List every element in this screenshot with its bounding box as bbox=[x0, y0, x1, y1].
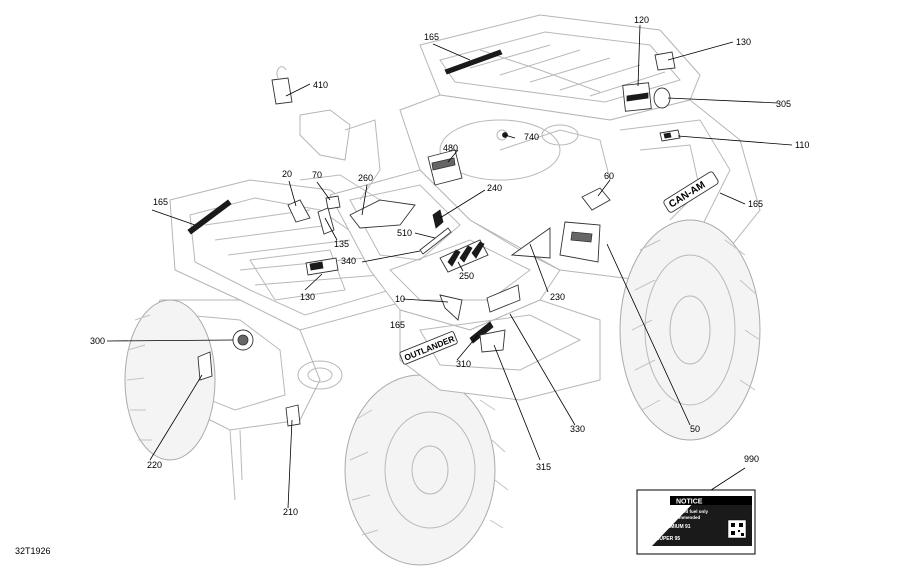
callout-60: 60 bbox=[604, 171, 614, 181]
notice-heading: NOTICE bbox=[676, 499, 703, 506]
callout-135: 135 bbox=[334, 239, 349, 249]
figure-id: 32T1926 bbox=[15, 546, 51, 556]
decal-260 bbox=[349, 199, 416, 229]
callout-labels: 165 120 130 410 305 740 110 480 20 70 26… bbox=[15, 15, 809, 556]
callout-410: 410 bbox=[313, 80, 328, 90]
mirror bbox=[299, 109, 381, 201]
callout-260: 260 bbox=[358, 173, 373, 183]
callout-130-rear: 130 bbox=[736, 37, 751, 47]
notice-line1: Unleaded fuel only bbox=[668, 509, 709, 514]
callout-165-rear: 165 bbox=[424, 32, 439, 42]
decal-300 bbox=[232, 329, 254, 351]
callout-230: 230 bbox=[550, 292, 565, 302]
notice-line2: Recommended bbox=[668, 515, 701, 520]
decal-305 bbox=[653, 87, 671, 109]
decal-230 bbox=[510, 227, 551, 259]
decal-50 bbox=[559, 221, 601, 263]
callout-165-brand: 165 bbox=[748, 199, 763, 209]
rear-wheel bbox=[619, 219, 761, 441]
callout-210: 210 bbox=[283, 507, 298, 517]
callout-990: 990 bbox=[744, 454, 759, 464]
callout-110: 110 bbox=[795, 140, 809, 150]
front-right-wheel bbox=[344, 374, 509, 566]
callout-305: 305 bbox=[776, 99, 791, 109]
callout-240: 240 bbox=[487, 183, 502, 193]
decal-315 bbox=[479, 329, 506, 353]
decal-510 bbox=[419, 227, 452, 255]
callout-165-side: 165 bbox=[390, 320, 405, 330]
front-left-wheel bbox=[124, 299, 216, 461]
callout-340: 340 bbox=[341, 256, 356, 266]
notice-line4: SUPER 95 bbox=[656, 536, 680, 542]
decal-220 bbox=[197, 351, 213, 381]
callout-10: 10 bbox=[395, 294, 405, 304]
callout-310: 310 bbox=[456, 359, 471, 369]
callout-130-front: 130 bbox=[300, 292, 315, 302]
callout-510: 510 bbox=[397, 228, 412, 238]
notice-label-990: NOTICE Unleaded fuel only Recommended PR… bbox=[636, 467, 756, 555]
callout-330: 330 bbox=[570, 424, 585, 434]
callout-250: 250 bbox=[459, 271, 474, 281]
callout-315: 315 bbox=[536, 462, 551, 472]
notice-line3: PREMIUM 91 bbox=[660, 524, 691, 530]
decal-10 bbox=[439, 294, 463, 321]
decal-130-rear bbox=[654, 51, 676, 71]
decal-20 bbox=[287, 199, 311, 223]
decal-240 bbox=[432, 209, 444, 229]
decal-165-front-rack bbox=[187, 199, 232, 235]
leader-lines bbox=[106, 24, 793, 509]
decal-60 bbox=[581, 187, 611, 211]
callout-20: 20 bbox=[282, 169, 292, 179]
callout-70: 70 bbox=[312, 170, 322, 180]
decal-330 bbox=[486, 284, 521, 313]
callout-165-left: 165 bbox=[153, 197, 168, 207]
callout-740: 740 bbox=[524, 132, 539, 142]
callout-300: 300 bbox=[90, 336, 105, 346]
decal-210 bbox=[285, 404, 301, 427]
callout-220: 220 bbox=[147, 460, 162, 470]
decal-165-rear-rack bbox=[444, 49, 503, 75]
callout-120: 120 bbox=[634, 15, 649, 25]
decal-410 bbox=[271, 77, 293, 105]
callout-50: 50 bbox=[690, 424, 700, 434]
callout-480: 480 bbox=[443, 143, 458, 153]
